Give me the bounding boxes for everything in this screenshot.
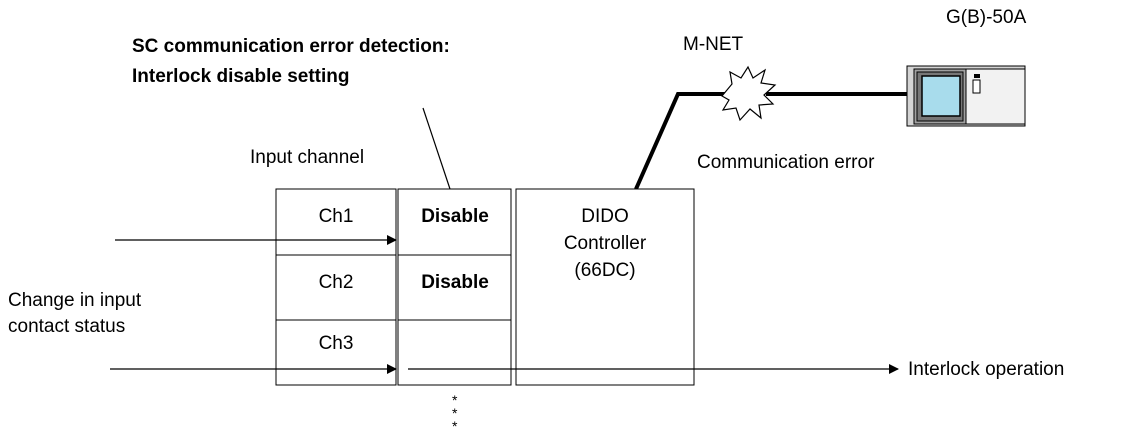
- dido-controller-box: [515, 188, 695, 386]
- continuation-mark: *: [452, 392, 458, 408]
- communication-error-burst-icon: [721, 65, 777, 122]
- channel-label: Ch1: [319, 206, 354, 227]
- disable-setting-value: Disable: [421, 272, 489, 293]
- input-channel-label: Input channel: [250, 147, 364, 168]
- interlock-operation-label: Interlock operation: [908, 359, 1064, 380]
- diagram-title-line1: SC communication error detection:: [132, 36, 450, 57]
- diagram-title-line2: Interlock disable setting: [132, 66, 350, 87]
- channel-label: Ch2: [319, 272, 354, 293]
- continuation-mark: *: [452, 405, 458, 421]
- network-label: M-NET: [683, 34, 744, 55]
- communication-error-label: Communication error: [697, 152, 875, 173]
- disable-setting-table: [397, 188, 512, 386]
- disable-setting-value: Disable: [421, 206, 489, 227]
- continuation-mark: *: [452, 418, 458, 433]
- controller-name-line3: (66DC): [574, 260, 635, 281]
- input-label-line1: Change in input: [8, 290, 142, 311]
- remote-controller-icon: [906, 65, 1026, 127]
- channel-label: Ch3: [319, 333, 354, 354]
- input-channel-table: [275, 188, 397, 386]
- remote-controller-label: G(B)-50A: [946, 7, 1027, 28]
- controller-name-line1: DIDO: [581, 206, 629, 227]
- title-leader-line: [422, 107, 454, 199]
- input-label-line2: contact status: [8, 316, 125, 337]
- controller-name-line2: Controller: [564, 233, 647, 254]
- mnet-cable-left: [634, 92, 727, 190]
